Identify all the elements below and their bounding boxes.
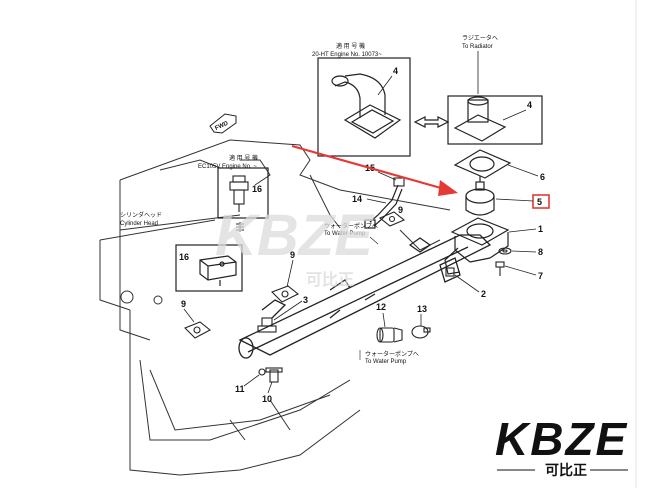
part5-label: 5 — [537, 197, 542, 207]
part7-label: 7 — [538, 271, 543, 281]
pipe-14 — [364, 184, 403, 229]
watermark-corner-cn: 可比正 — [545, 462, 587, 478]
inset-right-frame — [447, 95, 543, 145]
inset-right-line1: ラジエータへ — [462, 34, 498, 42]
gasket-9b — [184, 321, 211, 339]
watermark-corner-brand: KBZE — [495, 413, 628, 465]
part12-label: 12 — [376, 302, 386, 312]
gasket-9c — [378, 211, 406, 227]
inset-right-part-label: 4 — [527, 100, 532, 110]
inset-right-line2: To Radiator — [462, 44, 493, 50]
inset-left-part-label: 16 — [252, 184, 262, 194]
part3-label: 3 — [303, 295, 308, 305]
part5-highlight — [532, 194, 550, 209]
interchange-arrow — [413, 116, 450, 128]
part8-label: 8 — [538, 247, 543, 257]
inset-left-line2: EC105V Engine No. ~ — [198, 164, 257, 170]
watermark-center-cn: 可比正 — [306, 271, 354, 289]
fitting-15 — [393, 177, 405, 187]
part6-label: 6 — [540, 172, 545, 182]
watermark-center-brand: KBZE — [215, 203, 375, 268]
part9b-label: 9 — [181, 299, 186, 309]
part10-label: 10 — [262, 394, 272, 404]
washer-8 — [498, 247, 512, 255]
inset-left-frame — [217, 167, 269, 219]
stud-2 — [445, 267, 455, 277]
part9c-label: 9 — [398, 205, 403, 215]
inset-left-line1: 適 用 号 機 — [229, 154, 258, 162]
outlet-radiator — [453, 96, 507, 142]
plug-3 — [257, 317, 277, 333]
part16-label: 16 — [179, 252, 189, 262]
part16-frame — [175, 244, 243, 292]
water-pump-1-en: To Water Pump — [324, 231, 366, 237]
part13-label: 13 — [417, 304, 427, 314]
thermostat-5 — [465, 176, 495, 216]
inset-top-part-label: 4 — [393, 66, 398, 76]
water-manifold — [238, 234, 492, 359]
plug-10 — [265, 367, 283, 383]
engine-block — [99, 139, 451, 476]
water-pump-2-jp: ウォーターポンプへ — [365, 350, 419, 358]
gasket-6 — [453, 149, 512, 179]
gasket-9a — [271, 285, 300, 303]
washer-11 — [258, 368, 266, 376]
clamp-13 — [411, 325, 431, 339]
hose-12 — [376, 327, 403, 343]
cylinder-head-en: Cylinder Head — [120, 221, 158, 227]
part14-label: 14 — [352, 194, 362, 204]
highlight-arrow — [291, 144, 458, 196]
fwd-label: FWD — [214, 120, 230, 131]
part9a-label: 9 — [290, 250, 295, 260]
elbow-outlet-top — [331, 73, 402, 139]
thermostat-housing-1 — [444, 217, 510, 275]
part1-label: 1 — [538, 224, 543, 234]
inset-top-line1: 適 用 号 機 — [336, 42, 365, 50]
cylinder-head-jp: シリンダヘッド — [120, 211, 162, 219]
temperature-sensor — [229, 175, 249, 212]
part11-label: 11 — [235, 384, 245, 394]
part16-block — [199, 255, 237, 286]
inset-top-frame — [317, 57, 411, 157]
sensor-down-arrow — [236, 222, 244, 232]
inset-top-line2: 20-HT Engine No. 10073~ — [312, 52, 382, 58]
water-pump-2-en: To Water Pump — [365, 359, 407, 365]
bolt-7 — [495, 261, 505, 276]
part2-label: 2 — [481, 289, 486, 299]
water-pump-1-jp: ウォーターポンプへ — [324, 222, 378, 230]
fwd-arrow: FWD — [209, 113, 237, 134]
